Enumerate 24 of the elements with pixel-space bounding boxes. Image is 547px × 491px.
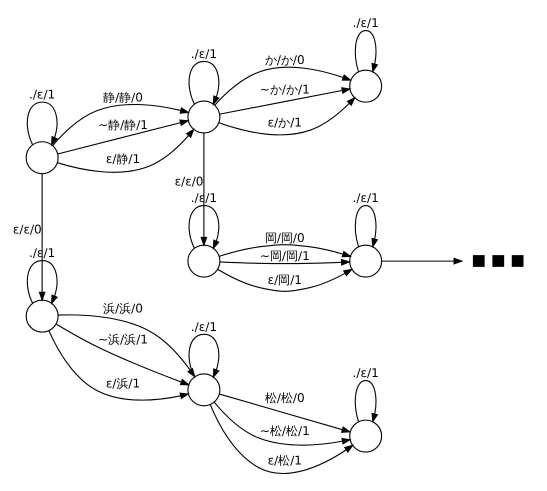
edge-label: ./ε/1 xyxy=(352,366,379,380)
edge-label: ε/岡/1 xyxy=(268,273,302,288)
edge-label: ~か/か/1 xyxy=(260,82,310,97)
edge-label: ./ε/1 xyxy=(352,16,379,30)
edge-label: 静/静/0 xyxy=(103,90,143,104)
edge-label: ~静/静/1 xyxy=(98,118,148,132)
node-text: ■ ■ ■ xyxy=(472,251,525,270)
edge-label: ε/松/1 xyxy=(268,453,302,468)
edge-label: ε/ε/0 xyxy=(174,174,204,189)
edge-label: ./ε/1 xyxy=(190,46,218,61)
edge-label: ε/静/1 xyxy=(106,152,140,166)
edge-label: 浜/浜/0 xyxy=(103,302,143,316)
edge-label: ./ε/1 xyxy=(352,191,379,206)
edge-label: 岡/岡/0 xyxy=(264,231,305,246)
edge-label: ./ε/1 xyxy=(190,320,218,334)
edge-label: ε/ε/0 xyxy=(12,222,42,237)
edge-label: ~浜/浜/1 xyxy=(98,332,148,346)
edge-label: ε/か/1 xyxy=(268,116,302,130)
edge-label: ε/浜/1 xyxy=(106,376,140,390)
edge-label: ~松/松/1 xyxy=(260,424,310,438)
edge-label: ./ε/1 xyxy=(29,88,56,102)
edge-label: か/か/0 xyxy=(264,52,305,67)
edge-label: 松/松/0 xyxy=(264,390,305,405)
edge-label: ~岡/岡/1 xyxy=(260,248,310,263)
